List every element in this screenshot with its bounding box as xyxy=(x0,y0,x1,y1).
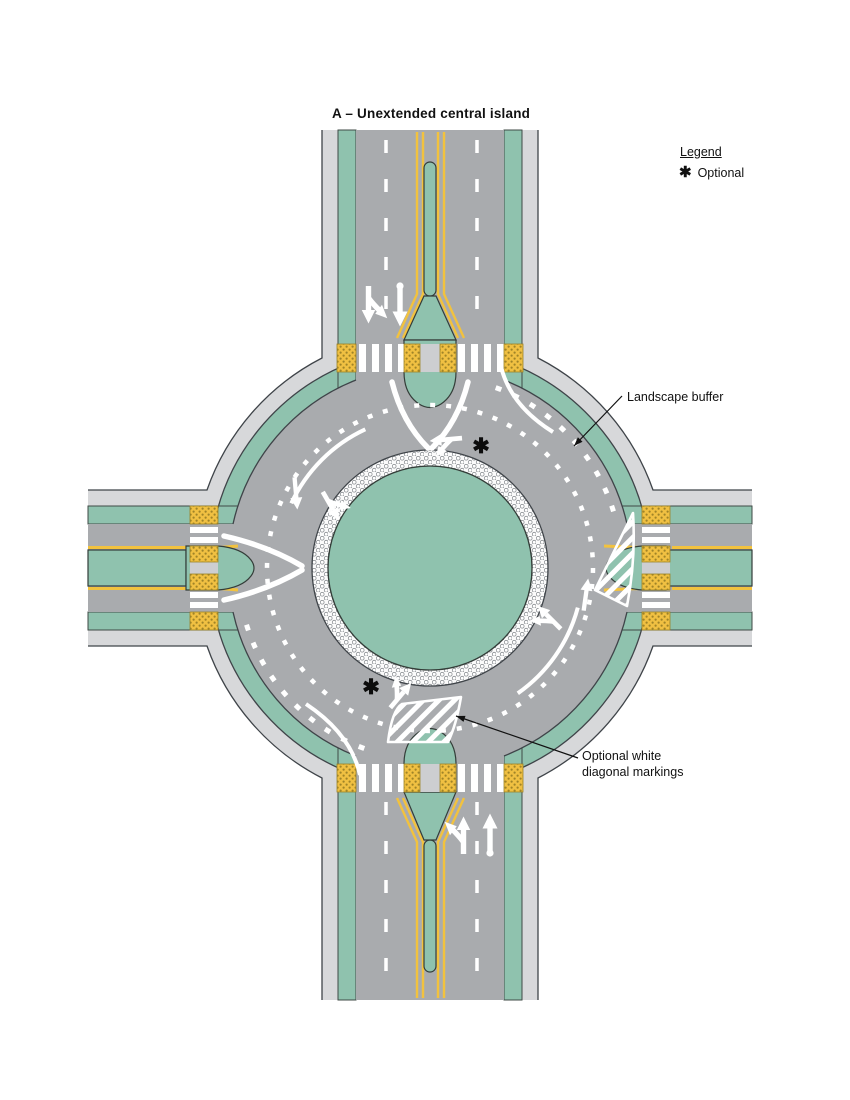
legend-optional-label: Optional xyxy=(697,165,745,180)
detectable-warning-pads xyxy=(189,343,671,793)
leader-arrowhead xyxy=(456,715,466,722)
optional-marks: ✱ ✱ xyxy=(362,435,490,699)
zebra-bars xyxy=(190,344,670,792)
callout-optional-markings: Optional white diagonal markings xyxy=(582,748,683,780)
legend-optional-symbol: ✱ xyxy=(679,164,692,181)
lane-arrows xyxy=(288,282,595,856)
splitter-island-east xyxy=(665,549,753,587)
lane-markings xyxy=(88,132,752,998)
optional-diagonal-markings-east xyxy=(593,511,636,608)
crosswalks xyxy=(189,343,671,793)
central-island-group xyxy=(311,449,549,687)
callout-optional-line2: diagonal markings xyxy=(582,765,684,779)
callout-landscape-buffer: Landscape buffer xyxy=(627,390,724,404)
figure-title: A – Unextended central island xyxy=(332,106,531,121)
callout-optional-line1: Optional white xyxy=(582,749,662,763)
yellow-centerlines xyxy=(395,132,466,998)
optional-asterisk-north: ✱ xyxy=(472,435,490,458)
optional-asterisk-south: ✱ xyxy=(362,676,380,699)
splitter-island-north xyxy=(423,161,437,297)
curb-outlines xyxy=(88,130,752,1000)
splitter-island-west xyxy=(87,549,187,587)
leader-arrowhead xyxy=(574,437,583,446)
splitter-island-south xyxy=(423,839,437,973)
optional-diagonal-markings-south xyxy=(386,695,463,744)
island-walkway xyxy=(190,344,670,792)
legend-heading: Legend xyxy=(680,145,722,159)
central-island xyxy=(327,465,533,671)
legend: Legend ✱ Optional xyxy=(679,145,745,181)
annotation-leaders xyxy=(455,395,623,759)
